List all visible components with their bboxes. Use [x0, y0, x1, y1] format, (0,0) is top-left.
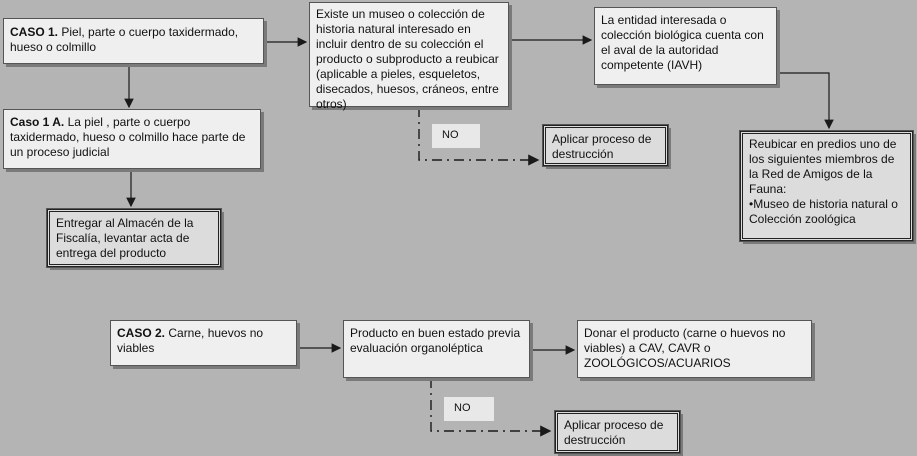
no-label-2: NO — [444, 397, 494, 421]
caso2-box: CASO 2. Carne, huevos no viables — [110, 320, 297, 366]
museo-box: Existe un museo o colección de historia … — [309, 2, 509, 111]
entidad-text: La entidad interesada o colección biológ… — [601, 13, 764, 72]
arrow-museo-no-to-destruccion1 — [418, 107, 540, 166]
donar-box: Donar el producto (carne o huevos no via… — [577, 320, 812, 378]
arrow-producto-no-to-destruccion2 — [430, 378, 552, 437]
caso1a-box: Caso 1 A. La piel , parte o cuerpo taxid… — [3, 109, 261, 169]
entregar-text: Entregar al Almacén de la Fiscalía, leva… — [56, 216, 194, 260]
reubicar-line1: Reubicar en predios uno de los siguiente… — [749, 137, 897, 196]
entregar-box: Entregar al Almacén de la Fiscalía, leva… — [46, 208, 222, 268]
caso2-label: CASO 2. — [117, 326, 166, 340]
caso1-text: Piel, parte o cuerpo taxidermado, hueso … — [10, 25, 239, 54]
no-label-1-text: NO — [442, 129, 459, 141]
destruccion1-box: Aplicar proceso de destrucción — [542, 124, 669, 167]
caso1a-label: Caso 1 A. — [10, 115, 65, 129]
producto-box: Producto en buen estado previa evaluació… — [343, 320, 530, 378]
entidad-box: La entidad interesada o colección biológ… — [594, 7, 777, 85]
caso1a-text: La piel , parte o cuerpo taxidermado, hu… — [10, 115, 246, 159]
destruccion2-text: Aplicar proceso de destrucción — [564, 418, 664, 447]
arrow-entidad-to-reubicar — [777, 72, 834, 130]
caso2-text: Carne, huevos no viables — [117, 326, 264, 355]
reubicar-box: Reubicar en predios uno de los siguiente… — [739, 130, 914, 242]
destruccion2-box: Aplicar proceso de destrucción — [554, 410, 681, 454]
destruccion1-text: Aplicar proceso de destrucción — [552, 132, 652, 161]
museo-text: Existe un museo o colección de historia … — [316, 7, 499, 111]
no-label-2-text: NO — [454, 402, 471, 414]
caso1-label: CASO 1. — [10, 25, 59, 39]
reubicar-line2: •Museo de historia natural o Colección z… — [749, 197, 898, 226]
producto-text: Producto en buen estado previa evaluació… — [350, 326, 521, 355]
donar-text: Donar el producto (carne o huevos no via… — [584, 326, 786, 370]
no-label-1: NO — [432, 124, 480, 148]
caso1-box: CASO 1. Piel, parte o cuerpo taxidermado… — [3, 18, 264, 64]
